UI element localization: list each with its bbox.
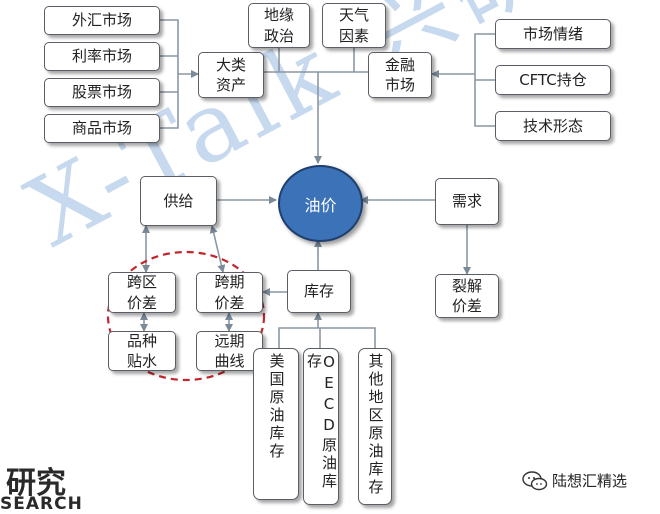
node-crack-spread: 裂解 价差 (435, 274, 499, 318)
node-technical-pattern: 技术形态 (495, 111, 611, 141)
node-financial-market: 金融 市场 (368, 52, 432, 98)
node-us-crude-inventory: 美国原油库存 (253, 348, 299, 500)
node-supply: 供给 (140, 176, 217, 226)
node-stock-market: 股票市场 (44, 78, 160, 107)
logo-chinese-text: 研究 (6, 466, 66, 501)
node-calendar-spread: 跨期 价差 (196, 272, 263, 313)
node-geopolitics: 地缘 政治 (248, 3, 310, 48)
logo-english-text: SEARCH (0, 494, 83, 514)
node-cross-region-spread: 跨区 价差 (108, 272, 176, 313)
wechat-account-name: 陆想汇精选 (552, 472, 628, 490)
node-other-crude-inventory-label: 其他地区原油库存 (366, 353, 385, 497)
highlight-dashed-circle (106, 250, 266, 382)
node-weather: 天气 因素 (322, 3, 386, 48)
wechat-badge: 陆想汇精选 (522, 470, 627, 491)
node-interest-rate-market: 利率市场 (44, 42, 160, 71)
node-oecd-crude-inventory: OECD原油库存 (303, 348, 339, 505)
node-variety-discount: 品种 贴水 (108, 331, 176, 371)
wechat-icon (522, 470, 548, 490)
node-forex-market: 外汇市场 (44, 6, 160, 35)
node-other-crude-inventory: 其他地区原油库存 (358, 348, 392, 505)
node-commodity-market: 商品市场 (44, 114, 160, 143)
node-oecd-crude-inventory-label: OECD原油库存 (305, 353, 338, 491)
node-oil-price: 油价 (278, 165, 363, 242)
node-market-sentiment: 市场情绪 (495, 19, 611, 49)
node-forward-curve: 远期 曲线 (196, 331, 263, 371)
node-us-crude-inventory-label: 美国原油库存 (267, 353, 286, 461)
node-major-assets: 大类 资产 (198, 52, 264, 98)
node-inventory: 库存 (287, 270, 351, 313)
node-demand: 需求 (435, 178, 499, 225)
node-cftc-positions: CFTC持仓 (495, 65, 611, 95)
